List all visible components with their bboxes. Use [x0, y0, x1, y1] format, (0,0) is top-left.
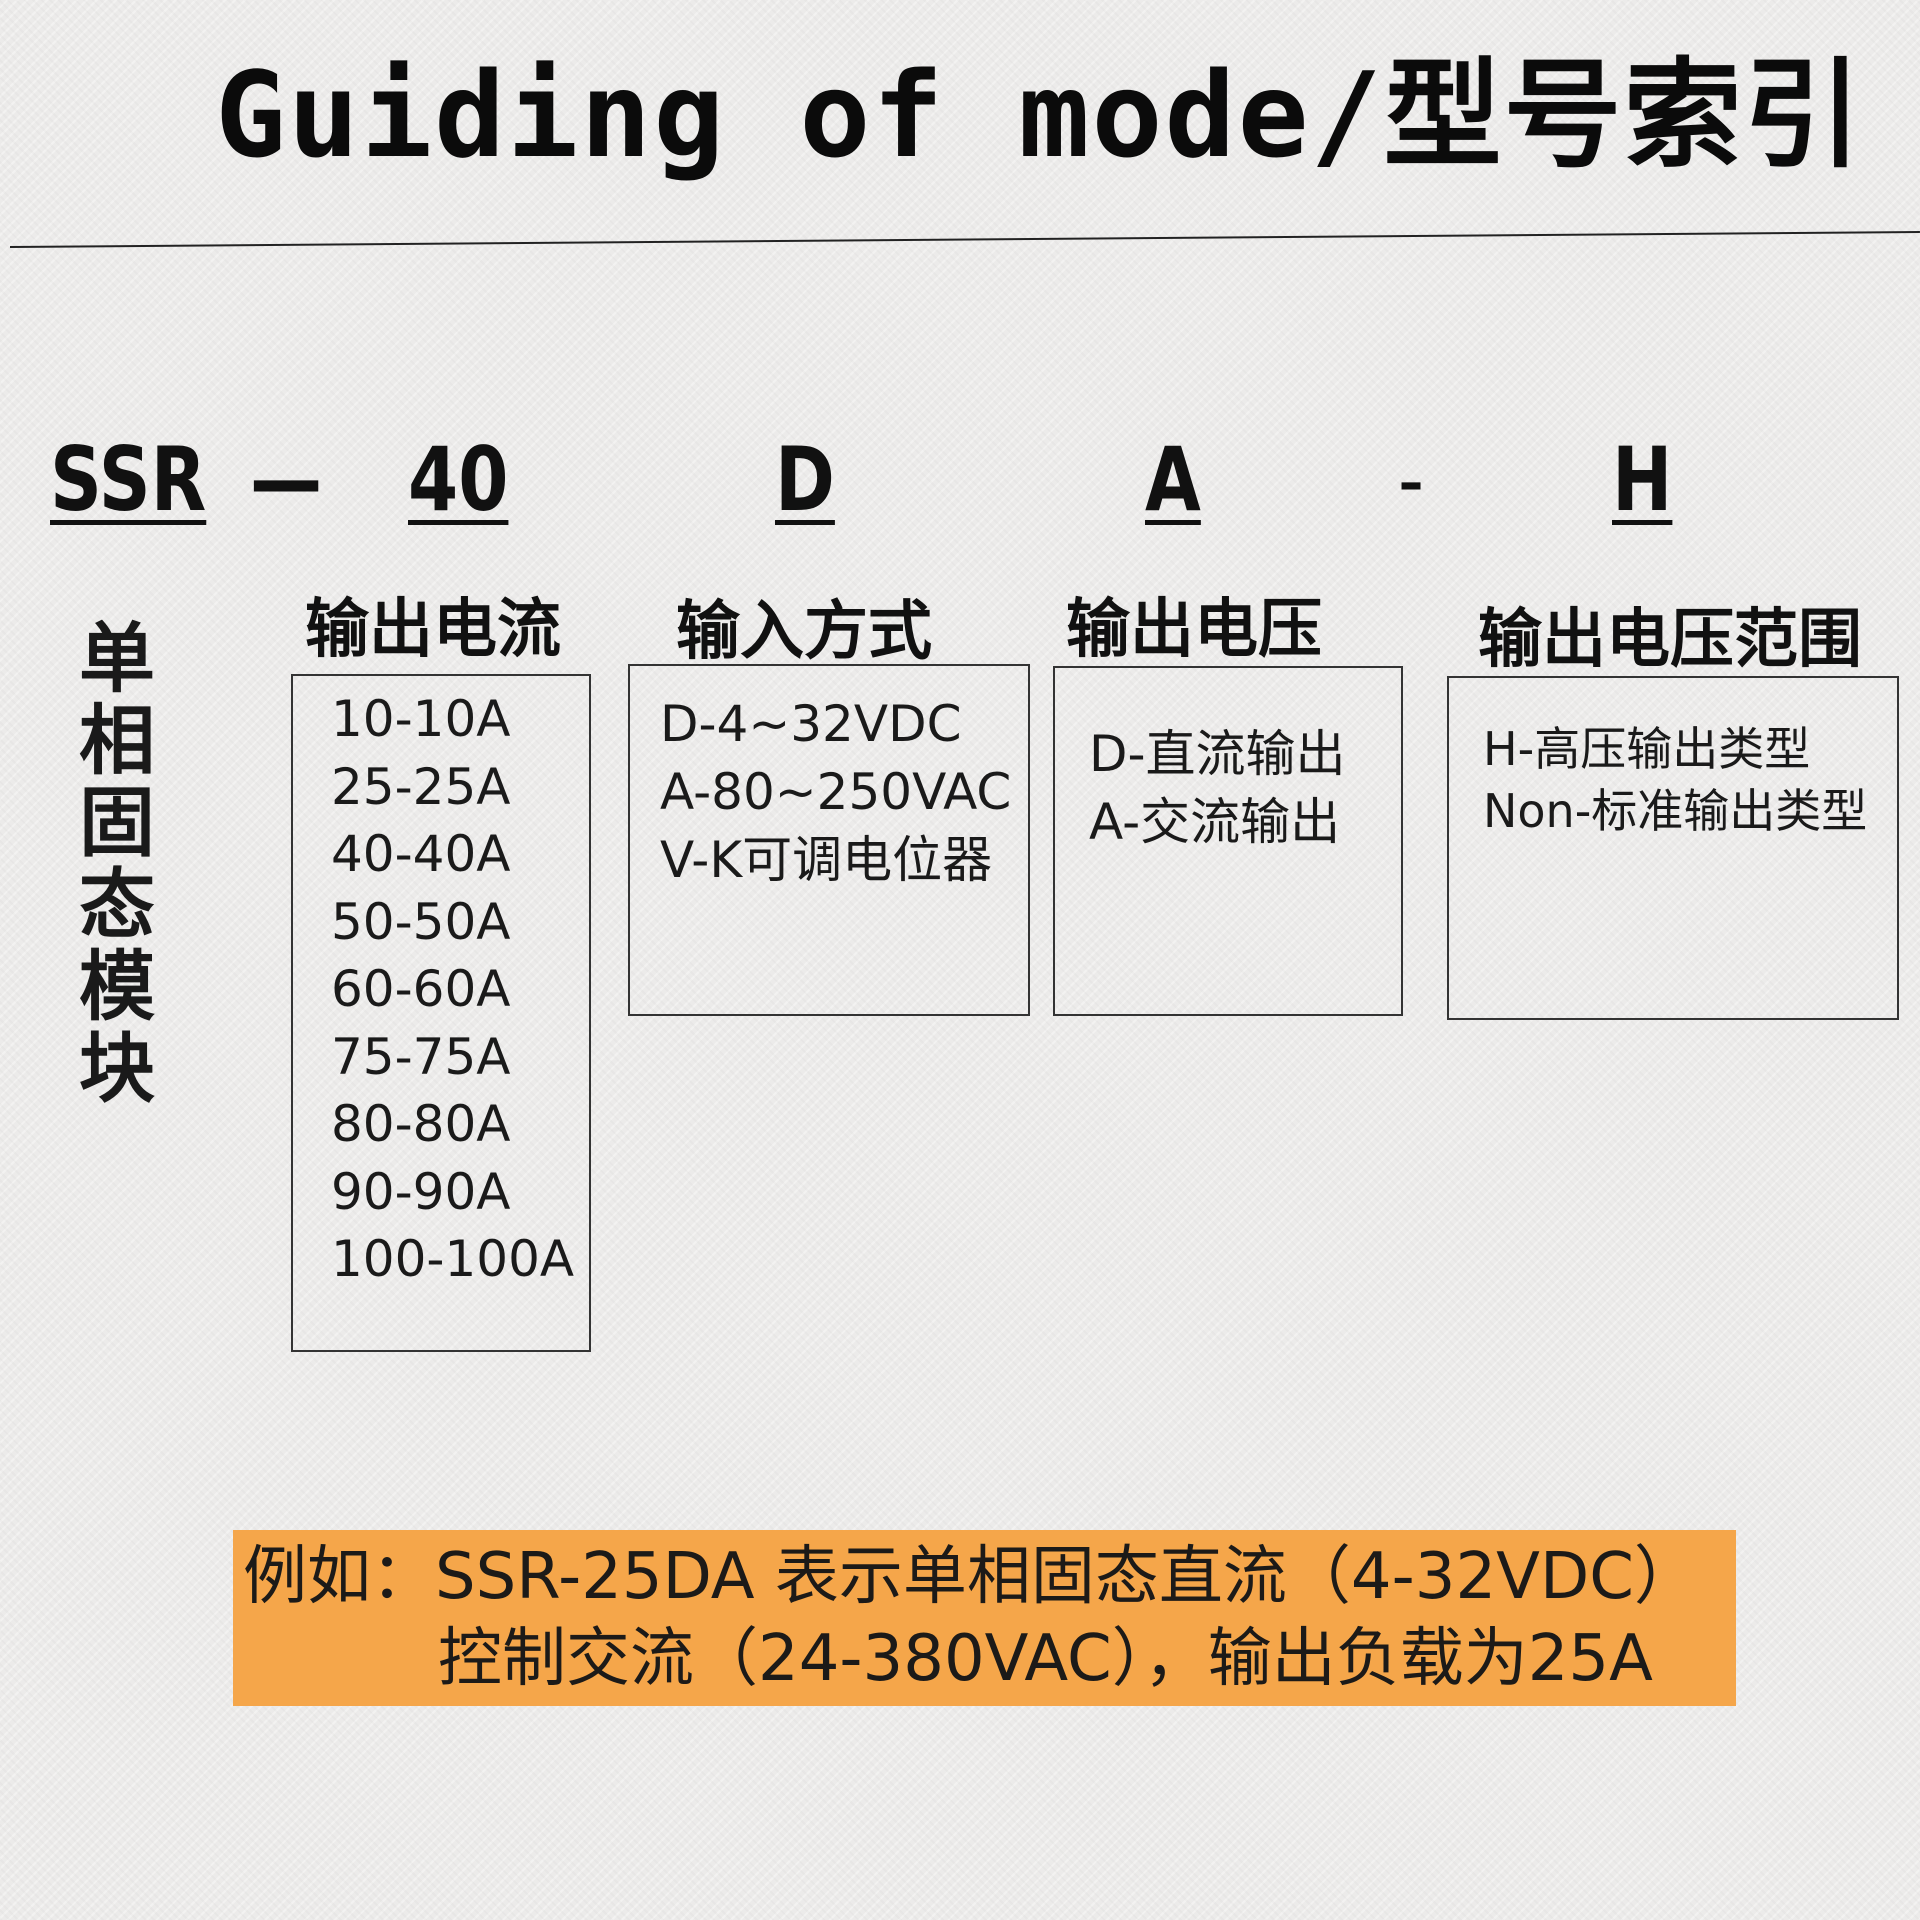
code-output-type: A — [1145, 428, 1201, 531]
list-item: 60-60A — [331, 960, 511, 1018]
list-item: A-交流输出 — [1089, 793, 1341, 851]
list-item: 50-50A — [331, 892, 511, 951]
list-item: 40-40A — [331, 825, 511, 883]
list-item: 80-80A — [331, 1095, 511, 1153]
list-item: 25-25A — [331, 757, 511, 816]
list-item: A-80~250VAC — [660, 763, 1012, 821]
list-item: V-K可调电位器 — [660, 831, 993, 889]
side-label-char: 模 — [79, 942, 155, 1031]
list-item: 100-100A — [331, 1230, 575, 1288]
code-prefix-ssr: SSR — [50, 428, 207, 531]
heading-output-voltage: 输出电压 — [1066, 593, 1322, 667]
side-label-single-phase-ssr: 单 相 固 态 模 块 — [72, 618, 162, 1110]
title-divider — [9, 230, 1920, 248]
example-line-2: 控制交流（24-380VAC），输出负载为25A — [438, 1622, 1653, 1696]
output-current-box: 10-10A 25-25A 40-40A 50-50A 60-60A 75-75… — [291, 674, 591, 1352]
list-item: Non-标准输出类型 — [1483, 784, 1868, 838]
side-label-char: 固 — [79, 778, 155, 867]
heading-input-type: 输入方式 — [676, 595, 932, 669]
output-voltage-box: D-直流输出 A-交流输出 — [1053, 666, 1403, 1016]
heading-output-current: 输出电流 — [305, 593, 561, 667]
code-separator-dash: — — [250, 428, 323, 531]
example-banner: 例如：SSR-25DA 表示单相固态直流（4-32VDC） 控制交流（24-38… — [233, 1530, 1736, 1706]
input-type-box: D-4~32VDC A-80~250VAC V-K可调电位器 — [628, 664, 1030, 1016]
code-separator-hyphen: - — [1398, 428, 1425, 531]
code-voltage-range: H — [1612, 428, 1673, 531]
heading-output-voltage-range: 输出电压范围 — [1478, 603, 1862, 677]
list-item: D-4~32VDC — [660, 695, 962, 753]
side-label-char: 态 — [79, 860, 155, 949]
list-item: H-高压输出类型 — [1483, 722, 1811, 776]
side-label-char: 块 — [79, 1024, 155, 1113]
example-line-1: 例如：SSR-25DA 表示单相固态直流（4-32VDC） — [243, 1540, 1698, 1614]
side-label-char: 单 — [79, 614, 155, 703]
list-item: 75-75A — [331, 1027, 511, 1086]
list-item: 90-90A — [331, 1162, 511, 1221]
code-current: 40 — [408, 428, 509, 531]
page-title: Guiding of mode/型号索引 — [215, 46, 1864, 184]
code-input-type: D — [775, 428, 835, 531]
list-item: 10-10A — [331, 690, 511, 748]
list-item: D-直流输出 — [1089, 725, 1346, 783]
output-voltage-range-box: H-高压输出类型 Non-标准输出类型 — [1447, 676, 1899, 1020]
side-label-char: 相 — [79, 696, 155, 785]
